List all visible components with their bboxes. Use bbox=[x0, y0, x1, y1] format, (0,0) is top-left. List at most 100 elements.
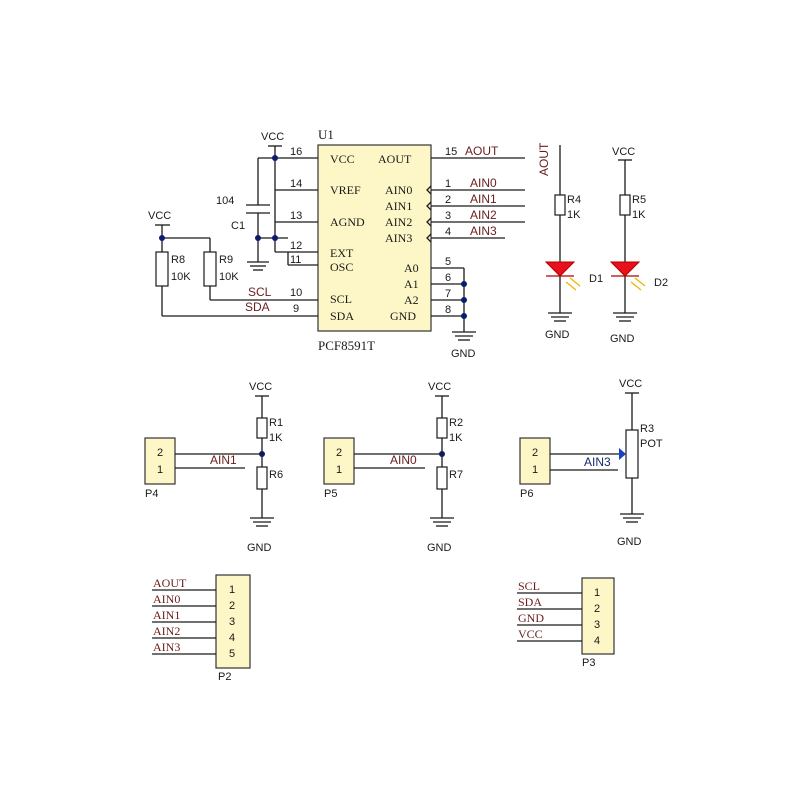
svg-text:3: 3 bbox=[445, 210, 451, 222]
svg-text:1: 1 bbox=[157, 464, 163, 476]
svg-text:2: 2 bbox=[336, 447, 342, 459]
svg-text:A0: A0 bbox=[404, 261, 419, 275]
svg-text:A2: A2 bbox=[404, 293, 419, 307]
u1-right-pin-numbers: 15 1 2 3 4 5 6 7 8 bbox=[445, 146, 457, 316]
svg-text:2: 2 bbox=[532, 447, 538, 459]
svg-text:5: 5 bbox=[229, 648, 235, 660]
r3-value-label: POT bbox=[640, 438, 663, 450]
svg-text:GND: GND bbox=[247, 542, 272, 554]
scl-sda-wires bbox=[161, 286, 318, 317]
aout-net-label-vertical: AOUT bbox=[537, 142, 551, 176]
svg-text:1: 1 bbox=[594, 587, 600, 599]
vcc-symbol-r2: VCC bbox=[428, 381, 451, 518]
p6-ref-label: P6 bbox=[520, 488, 533, 500]
svg-text:GND: GND bbox=[610, 333, 635, 345]
svg-text:AOUT: AOUT bbox=[153, 576, 187, 590]
p3-wires bbox=[517, 592, 582, 642]
svg-text:10: 10 bbox=[290, 287, 302, 299]
svg-text:AIN1: AIN1 bbox=[470, 192, 497, 206]
svg-text:AIN1: AIN1 bbox=[385, 199, 412, 213]
p6-net-label: AIN3 bbox=[584, 455, 611, 469]
r4-ref-label: R4 bbox=[567, 194, 581, 206]
svg-text:VCC: VCC bbox=[428, 381, 451, 393]
r5-ref-label: R5 bbox=[632, 194, 646, 206]
resistor-r5 bbox=[619, 194, 631, 216]
svg-text:OSC: OSC bbox=[330, 260, 353, 274]
svg-text:11: 11 bbox=[290, 254, 301, 266]
p3-ref-label: P3 bbox=[582, 657, 595, 669]
resistor-r8 bbox=[155, 251, 169, 287]
svg-text:AOUT: AOUT bbox=[465, 144, 499, 158]
junction-dot bbox=[159, 235, 165, 241]
svg-text:VCC: VCC bbox=[619, 378, 642, 390]
svg-text:A1: A1 bbox=[404, 277, 419, 291]
svg-text:4: 4 bbox=[445, 226, 451, 238]
sda-net-label: SDA bbox=[245, 300, 270, 314]
vcc-symbol-d2: VCC bbox=[612, 146, 635, 313]
svg-text:8: 8 bbox=[445, 304, 451, 316]
vcc-symbol-u1: VCC bbox=[261, 131, 284, 158]
svg-text:9: 9 bbox=[293, 303, 299, 315]
r1-value-label: 1K bbox=[269, 432, 283, 444]
svg-text:4: 4 bbox=[594, 635, 600, 647]
p2-net-labels: AOUT AIN0 AIN1 AIN2 AIN3 bbox=[153, 576, 187, 654]
p3-pin-numbers: 1 2 3 4 bbox=[594, 587, 600, 647]
svg-text:AIN3: AIN3 bbox=[153, 640, 180, 654]
u1-right-pin-names: AOUT AIN0 AIN1 AIN2 AIN3 A0 A1 A2 GND bbox=[378, 152, 419, 323]
svg-text:5: 5 bbox=[445, 256, 451, 268]
led-d1 bbox=[544, 261, 581, 291]
svg-text:13: 13 bbox=[290, 210, 302, 222]
r6-ref-label: R6 bbox=[269, 469, 283, 481]
junction-dot bbox=[461, 297, 467, 303]
resistor-r7 bbox=[436, 466, 448, 490]
svg-text:AIN0: AIN0 bbox=[153, 592, 180, 606]
u1-left-pin-numbers: 16 14 13 12 11 10 9 bbox=[290, 146, 302, 315]
potentiometer-r3 bbox=[625, 429, 639, 479]
junction-dot bbox=[461, 281, 467, 287]
svg-text:VCC: VCC bbox=[148, 210, 171, 222]
u1-ref-label: U1 bbox=[318, 127, 334, 142]
ground-symbol-r7: GND bbox=[427, 517, 454, 554]
r3-ref-label: R3 bbox=[640, 423, 654, 435]
p5-net-label: AIN0 bbox=[390, 453, 417, 467]
svg-text:12: 12 bbox=[290, 240, 302, 252]
c1-ref-label: C1 bbox=[231, 220, 245, 232]
d1-ref-label: D1 bbox=[589, 273, 603, 285]
svg-text:1: 1 bbox=[445, 178, 451, 190]
svg-text:SDA: SDA bbox=[330, 309, 354, 323]
u1-left-pin-wires bbox=[257, 157, 318, 266]
p5-wires bbox=[354, 453, 442, 469]
r8-ref-label: R8 bbox=[171, 254, 185, 266]
ground-symbol-c1 bbox=[247, 261, 269, 271]
svg-text:1: 1 bbox=[532, 464, 538, 476]
ground-symbol-d1: GND bbox=[545, 312, 572, 341]
svg-text:AIN2: AIN2 bbox=[470, 208, 497, 222]
resistor-r9 bbox=[203, 251, 217, 287]
ground-symbol-d2: GND bbox=[610, 312, 637, 345]
svg-text:AIN2: AIN2 bbox=[153, 624, 180, 638]
svg-text:AOUT: AOUT bbox=[378, 152, 412, 166]
svg-text:6: 6 bbox=[445, 272, 451, 284]
svg-text:1: 1 bbox=[336, 464, 342, 476]
scl-net-label: SCL bbox=[248, 285, 272, 299]
d2-ref-label: D2 bbox=[654, 277, 668, 289]
pot-wiper-arrow bbox=[619, 448, 626, 460]
svg-text:GND: GND bbox=[390, 309, 416, 323]
svg-text:AIN3: AIN3 bbox=[470, 224, 497, 238]
junction-dot bbox=[461, 313, 467, 319]
led-d2 bbox=[609, 261, 646, 291]
resistor-r6 bbox=[256, 466, 268, 490]
gnd-label: GND bbox=[451, 348, 476, 360]
svg-text:SDA: SDA bbox=[518, 595, 542, 609]
svg-text:3: 3 bbox=[594, 619, 600, 631]
r9-value-label: 10K bbox=[219, 271, 239, 283]
p4-wires bbox=[175, 453, 262, 469]
junction-dot bbox=[272, 155, 278, 161]
r5-value-label: 1K bbox=[632, 209, 646, 221]
svg-text:AIN1: AIN1 bbox=[153, 608, 180, 622]
svg-text:GND: GND bbox=[545, 329, 570, 341]
junction-dot bbox=[272, 235, 278, 241]
ground-symbol-r6: GND bbox=[247, 517, 274, 554]
